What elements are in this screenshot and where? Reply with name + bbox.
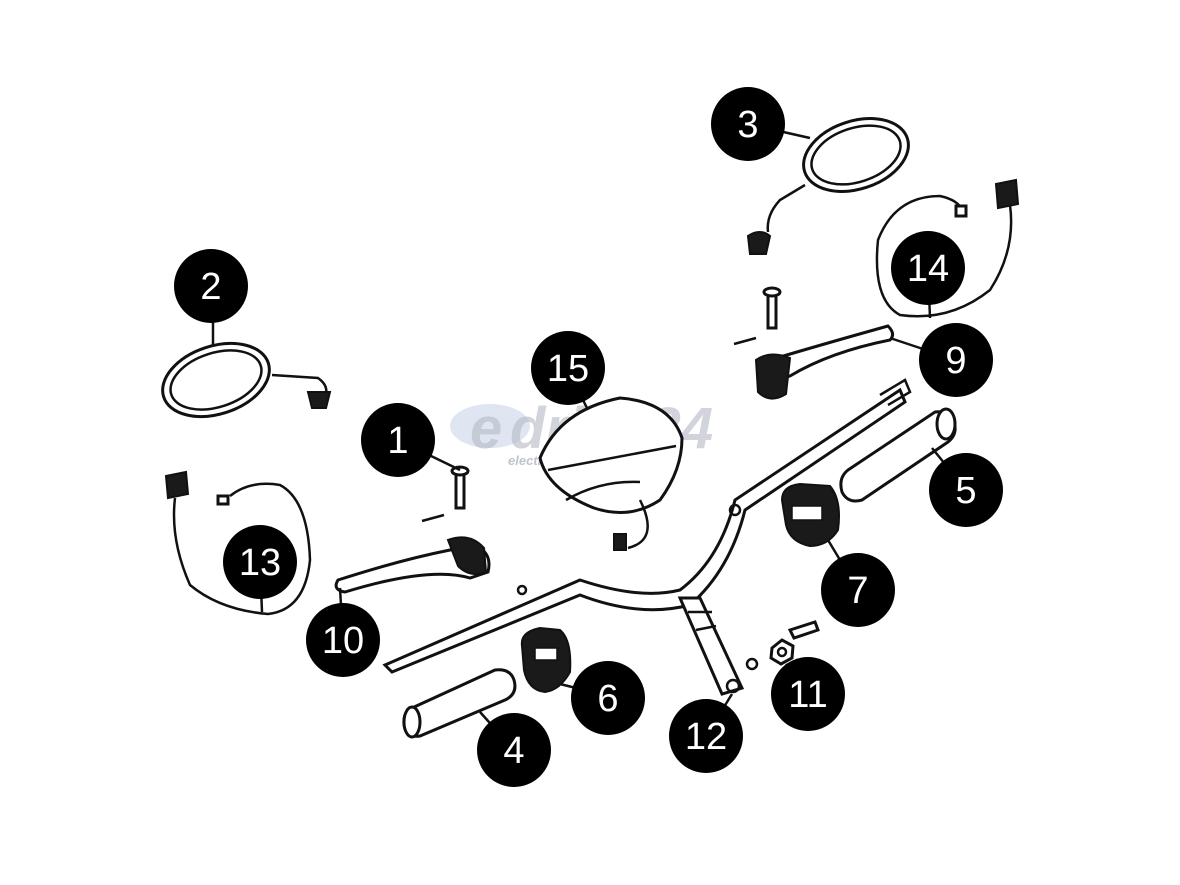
- left-switch: [520, 626, 572, 694]
- callout-12-label: 12: [685, 716, 727, 758]
- callout-1-label: 1: [387, 420, 408, 462]
- left-lever-pin: [421, 465, 470, 523]
- callout-15: 15: [531, 331, 605, 405]
- callout-15-label: 15: [547, 348, 589, 390]
- callout-11-label: 11: [788, 674, 827, 716]
- callout-3-label: 3: [737, 104, 758, 146]
- callout-10-label: 10: [322, 620, 364, 662]
- headlight-cover: [538, 396, 684, 551]
- right-switch: [780, 482, 840, 548]
- callout-6: 6: [571, 661, 645, 735]
- right-cable-switch: [875, 178, 1020, 318]
- callout-7: 7: [821, 553, 895, 627]
- right-grip: [839, 407, 957, 503]
- handlebar: [382, 378, 912, 674]
- callout-9: 9: [919, 323, 993, 397]
- callout-9-label: 9: [945, 340, 966, 382]
- callout-2: 2: [174, 249, 248, 323]
- callout-4: 4: [477, 713, 551, 787]
- bolt-and-nut: [745, 620, 820, 671]
- callout-14-label: 14: [907, 248, 949, 290]
- callout-4-label: 4: [503, 730, 524, 772]
- callout-3: 3: [711, 87, 785, 161]
- callout-5-label: 5: [955, 470, 976, 512]
- callout-6-label: 6: [597, 678, 618, 720]
- right-mirror: [746, 117, 910, 255]
- callout-10: 10: [306, 603, 380, 677]
- right-brake-lever: [754, 324, 895, 400]
- left-mirror: [161, 341, 332, 419]
- left-brake-lever: [334, 536, 491, 594]
- left-grip: [402, 668, 517, 739]
- callout-12: 12: [669, 699, 743, 773]
- callout-13-label: 13: [239, 542, 281, 584]
- callout-2-label: 2: [200, 266, 221, 308]
- right-lever-pin: [733, 286, 782, 346]
- watermark-logo-letter: e: [470, 396, 502, 461]
- callout-14: 14: [891, 231, 965, 305]
- callout-11: 11: [771, 657, 845, 731]
- left-cable-switch: [164, 470, 312, 616]
- callout-1: 1: [361, 403, 435, 477]
- handlebar-clamp: [677, 596, 745, 696]
- callout-5: 5: [929, 453, 1003, 527]
- callout-13: 13: [223, 525, 297, 599]
- callout-7-label: 7: [847, 570, 868, 612]
